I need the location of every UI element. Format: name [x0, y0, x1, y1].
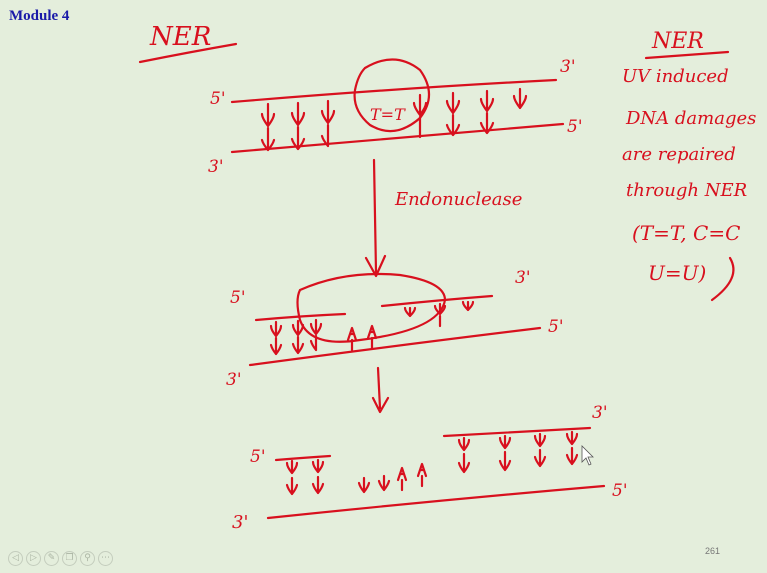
step1-dna: T=T: [230, 58, 565, 154]
notes-line-4: through NER: [626, 180, 747, 201]
notes-line-1: UV induced: [622, 66, 729, 87]
step2-3prime-right: 3': [515, 268, 531, 288]
damage-circle: [353, 58, 431, 133]
mouse-cursor-icon: [581, 445, 594, 466]
module-title: Module 4: [9, 8, 70, 24]
arrow-step2-to-step3: [371, 366, 390, 414]
step2-5prime-right: 5': [548, 317, 564, 337]
thymine-dimer-label: T=T: [370, 105, 406, 124]
step3-5prime-right: 5': [612, 481, 628, 501]
search-icon[interactable]: ⚲: [80, 551, 95, 566]
step1-5prime-left: 5': [210, 89, 226, 109]
notes-line-5: (T=T, C=C: [632, 221, 740, 245]
notes-closing-paren: [710, 256, 735, 302]
notes-line-6: U=U): [648, 261, 706, 285]
step1-3prime-left: 3': [208, 157, 224, 177]
excision-circle: [296, 272, 447, 343]
copy-icon[interactable]: ❐: [62, 551, 77, 566]
more-icon[interactable]: ⋯: [98, 551, 113, 566]
step3-3prime-right: 3': [592, 403, 608, 423]
step3-5prime-left: 5': [250, 447, 266, 467]
slide-toolbar: ◁ ▷ ✎ ❐ ⚲ ⋯: [8, 551, 113, 566]
notes-line-2: DNA damages: [625, 108, 756, 129]
step2-5prime-left: 5': [230, 288, 246, 308]
step1-5prime-right: 5': [567, 117, 583, 137]
notes-heading-underline: [644, 50, 730, 60]
arrow-step1-to-step2: [364, 158, 387, 278]
step2-3prime-left: 3': [226, 370, 242, 390]
back-icon[interactable]: ◁: [8, 551, 23, 566]
step3-3prime-left: 3': [232, 512, 248, 533]
forward-icon[interactable]: ▷: [26, 551, 41, 566]
step3-dna: [266, 426, 606, 520]
slide-number: 261: [705, 546, 721, 556]
step1-bases: [260, 87, 528, 152]
step2-dna: [248, 272, 542, 367]
ner-heading: NER: [149, 22, 211, 52]
notes-heading: NER: [651, 29, 704, 54]
heading-underline: [138, 42, 238, 64]
pen-icon[interactable]: ✎: [44, 551, 59, 566]
step1-3prime-right: 3': [560, 57, 576, 77]
notes-line-3: are repaired: [622, 144, 736, 165]
endonuclease-label: Endonuclease: [394, 189, 522, 210]
